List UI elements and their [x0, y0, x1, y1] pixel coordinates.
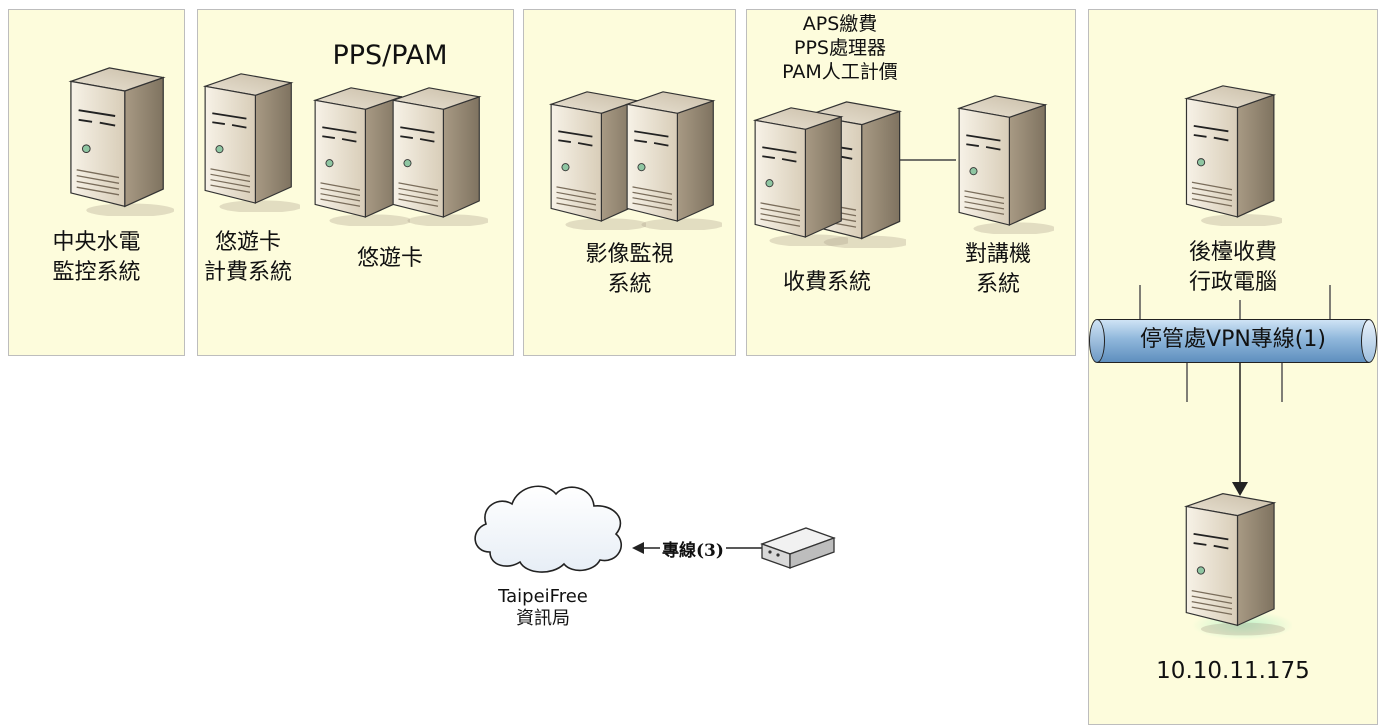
pps-pam-title: PPS/PAM	[332, 40, 448, 71]
backoffice-label: 後檯收費 行政電腦	[1188, 240, 1277, 295]
video-surveillance-label: 影像監視 系統	[585, 242, 674, 297]
central-utility-label: 中央水電 監控系統	[52, 230, 141, 285]
cloud-label: TaipeiFree 資訊局	[498, 586, 588, 629]
easycard-billing-label: 悠遊卡 計費系統	[203, 230, 292, 285]
vpn-pipe: 停管處VPN專線(1)	[1089, 319, 1377, 363]
toll-system-label: 收費系統	[782, 270, 871, 295]
server-icon	[1185, 492, 1292, 640]
link-label: 專線(3)	[660, 536, 726, 561]
vpn-label: 停管處VPN專線(1)	[1140, 327, 1326, 352]
aps-pps-pam-label: APS繳費 PPS處理器 PAM人工計價	[782, 13, 898, 83]
intercom-system-label: 對講機 系統	[964, 242, 1031, 297]
cloud-icon	[474, 485, 622, 573]
router-icon	[760, 527, 836, 569]
server-ip-label: 10.10.11.175	[1156, 658, 1310, 684]
easycard-label: 悠遊卡	[356, 246, 423, 271]
